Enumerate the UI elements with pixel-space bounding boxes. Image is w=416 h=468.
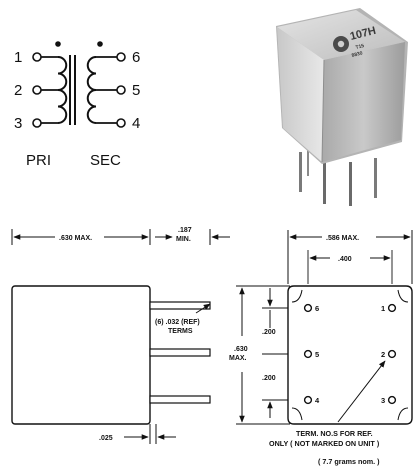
side-view-body xyxy=(11,285,151,425)
lead-spacing-lower: .200 xyxy=(262,375,276,382)
secondary-polarity-dot xyxy=(97,41,103,47)
pri-pin-1-label: 1 xyxy=(14,49,22,66)
primary-label: PRI xyxy=(26,152,51,169)
bottom-pin-5 xyxy=(303,349,313,359)
secondary-label: SEC xyxy=(90,152,121,169)
length-max-dimension: .630 MAX. xyxy=(59,235,92,242)
primary-polarity-dot xyxy=(55,41,61,47)
photo-pin xyxy=(374,158,377,198)
bottom-pin-3-label: 3 xyxy=(381,396,385,405)
photo-front-face xyxy=(322,42,405,162)
width-max-dimension: .586 MAX. xyxy=(326,235,359,242)
product-photo: 107H T15 8830 xyxy=(276,8,408,206)
side-view-lead xyxy=(149,395,211,404)
sec-terminal-6 xyxy=(116,52,126,62)
terms-size-line2: TERMS xyxy=(168,328,193,335)
lead-length-value: .187 xyxy=(178,227,192,234)
term-note-line2: ONLY ( NOT MARKED ON UNIT ) xyxy=(269,439,380,448)
photo-pin xyxy=(349,162,352,206)
sec-pin-6-label: 6 xyxy=(132,49,140,66)
lead-length-note: MIN. xyxy=(176,236,191,243)
height-max-note: MAX. xyxy=(229,355,247,362)
primary-coil xyxy=(57,56,68,124)
side-view: .630 MAX. .187 MIN. (6) .032 (REF) TERMS… xyxy=(11,227,230,444)
bottom-pin-2-label: 2 xyxy=(381,350,385,359)
bottom-pin-5-label: 5 xyxy=(315,350,319,359)
photo-marking-line3: 8830 xyxy=(351,50,363,59)
bottom-pin-4 xyxy=(303,395,313,405)
bottom-pin-1 xyxy=(387,303,397,313)
schematic: 1 2 3 6 5 4 PRI SEC xyxy=(14,41,140,169)
lead-thickness-dimension: .025 xyxy=(99,435,113,442)
sec-terminal-5 xyxy=(116,85,126,95)
side-view-lead xyxy=(149,301,211,310)
photo-top-face xyxy=(277,10,405,60)
secondary-coil xyxy=(86,56,97,124)
bottom-pin-4-label: 4 xyxy=(315,396,320,405)
notes: TERM. NO.S FOR REF. ONLY ( NOT MARKED ON… xyxy=(269,429,380,466)
bottom-pin-6-label: 6 xyxy=(315,304,319,313)
photo-pin xyxy=(323,160,326,204)
bottom-pin-2 xyxy=(387,349,397,359)
bottom-view-body xyxy=(287,285,413,425)
row-spacing-dimension: .400 xyxy=(338,256,352,263)
bottom-pin-3 xyxy=(387,395,397,405)
sec-pin-4-label: 4 xyxy=(132,115,140,132)
side-view-lead xyxy=(149,348,211,357)
bottom-pin-1-label: 1 xyxy=(381,304,385,313)
bottom-pin-6 xyxy=(303,303,313,313)
pri-pin-3-label: 3 xyxy=(14,115,22,132)
weight-note: ( 7.7 grams nom. ) xyxy=(318,457,380,466)
sec-pin-5-label: 5 xyxy=(132,82,140,99)
pri-pin-2-label: 2 xyxy=(14,82,22,99)
pri-terminal-1 xyxy=(32,52,42,62)
sec-terminal-4 xyxy=(116,118,126,128)
height-max-value: .630 xyxy=(234,346,248,353)
pri-terminal-3 xyxy=(32,118,42,128)
bottom-view: .630 MAX. .200 .200 .586 MAX. .400 xyxy=(229,230,413,425)
photo-pin xyxy=(307,150,309,176)
pri-terminal-2 xyxy=(32,85,42,95)
photo-side-face xyxy=(277,27,324,162)
term-note-line1: TERM. NO.S FOR REF. xyxy=(296,429,373,438)
terms-size-line1: (6) .032 (REF) xyxy=(155,319,200,326)
lead-spacing-upper: .200 xyxy=(262,329,276,336)
photo-marking-line2: T15 xyxy=(355,43,365,51)
photo-pin xyxy=(299,152,302,192)
